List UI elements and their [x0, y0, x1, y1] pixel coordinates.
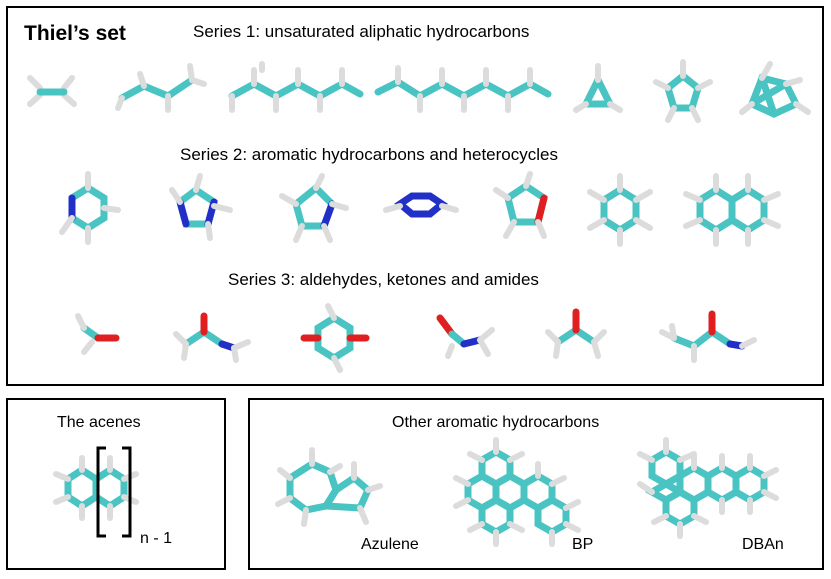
series3-label: Series 3: aldehydes, ketones and amides	[228, 270, 539, 289]
propanamide-molecule	[659, 310, 757, 363]
acenes-title: The acenes	[57, 414, 141, 431]
acenes-panel	[6, 398, 226, 570]
hexatriene-molecule	[228, 61, 364, 113]
norbornadiene-molecule	[739, 61, 811, 118]
butadiene-molecule	[115, 63, 207, 113]
other-aromatics-title: Other aromatic hydrocarbons	[392, 414, 600, 431]
dban-label: DBAn	[742, 536, 784, 553]
bp-molecule	[453, 437, 581, 547]
pyrazine-molecule	[383, 192, 459, 218]
cyclopropene-molecule	[573, 63, 623, 113]
thiels-set-title: Thiel’s set	[24, 22, 126, 45]
formamide-molecule	[436, 314, 495, 359]
series1-label: Series 1: unsaturated aliphatic hydrocar…	[193, 22, 530, 41]
formaldehyde-molecule	[75, 313, 120, 355]
azulene-molecule	[275, 447, 383, 527]
bp-label: BP	[572, 536, 594, 553]
azulene-label: Azulene	[361, 536, 419, 553]
acene-repeat-label: n - 1	[140, 530, 173, 547]
furan-molecule	[493, 171, 548, 239]
right-bracket	[122, 446, 132, 538]
acetamide-molecule	[173, 312, 251, 363]
series2-label: Series 2: aromatic hydrocarbons and hete…	[180, 145, 558, 164]
pyridine-molecule	[59, 171, 121, 245]
left-bracket	[96, 446, 106, 538]
benzene-molecule	[587, 173, 653, 247]
dban-molecule	[637, 437, 779, 539]
acetone-molecule	[545, 308, 607, 359]
octatetraene-molecule	[374, 65, 552, 113]
cyclopentadiene-molecule	[653, 59, 713, 123]
imidazole-molecule	[169, 173, 233, 241]
pyrrole-molecule	[279, 173, 349, 243]
naphthalene-molecule	[683, 173, 781, 247]
ethylene-molecule	[27, 75, 77, 107]
benzoquinone-molecule	[300, 303, 370, 373]
